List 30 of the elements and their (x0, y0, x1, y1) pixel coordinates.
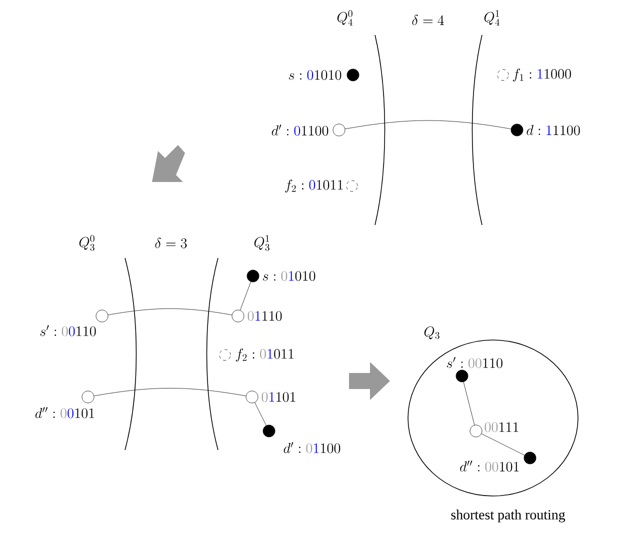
region-label: $\delta = 4$ (412, 14, 444, 26)
vertex-label: $d'' : \textcolor[HTML]{999999}{00}101$ (460, 460, 519, 472)
vertex-label: $s : \textcolor[HTML]{999999}{0}\textcolor{blue}{1}010$ (262, 271, 316, 281)
link (481, 434, 525, 456)
link (344, 120, 512, 130)
vertex-label: $d'' : \textcolor[HTML]{999999}{0}\textcolor{blue}{0}101$ (35, 407, 94, 418)
vertex-label: $f_2 : \textcolor[HTML]{999999}{0}\textcolor{blue}{1}011$ (236, 348, 294, 362)
vertex-label: $d' : \textcolor{blue}{0}1100$ (272, 124, 328, 136)
vertex-label: $d : \textcolor{blue}{1}1100$ (526, 125, 580, 136)
vertex-label: $f_1 : \textcolor{blue}{1}1000$ (512, 68, 571, 82)
vertex-label: $f_2 : \textcolor{blue}{0}1011$ (285, 179, 343, 192)
vertex-label: $\textcolor[HTML]{999999}{0}\textcolor{blue}{1}110$ (248, 311, 282, 321)
vertex-label: $d' : \textcolor[HTML]{999999}{0}\textcolor{blue}{1}100$ (284, 442, 340, 454)
link (94, 388, 246, 396)
vertex-label: $s' : \textcolor[HTML]{999999}{00}110$ (446, 357, 502, 368)
link (254, 402, 266, 426)
cube-label: $Q_3$ (424, 326, 440, 340)
region-label: $Q_3^1$ (254, 235, 270, 251)
vertex-label: $s : \textcolor{blue}{0}1010$ (288, 70, 342, 80)
link (108, 308, 232, 316)
region-label: $\delta = 3$ (155, 238, 187, 248)
vertex-label: $s' : \textcolor[HTML]{999999}{0}\textcolor{blue}{0}110$ (40, 325, 96, 336)
vertex-label: $\textcolor[HTML]{999999}{0}\textcolor{blue}{1}101$ (262, 392, 296, 402)
vertex-label: $\textcolor[HTML]{999999}{00}111$ (484, 422, 518, 432)
region-label: $Q_3^0$ (79, 235, 94, 251)
link (463, 382, 475, 426)
caption: shortest path routing (451, 510, 566, 522)
region-label: $Q_4^1$ (484, 10, 500, 26)
region-label: $Q_4^0$ (337, 10, 353, 26)
link (240, 282, 252, 310)
